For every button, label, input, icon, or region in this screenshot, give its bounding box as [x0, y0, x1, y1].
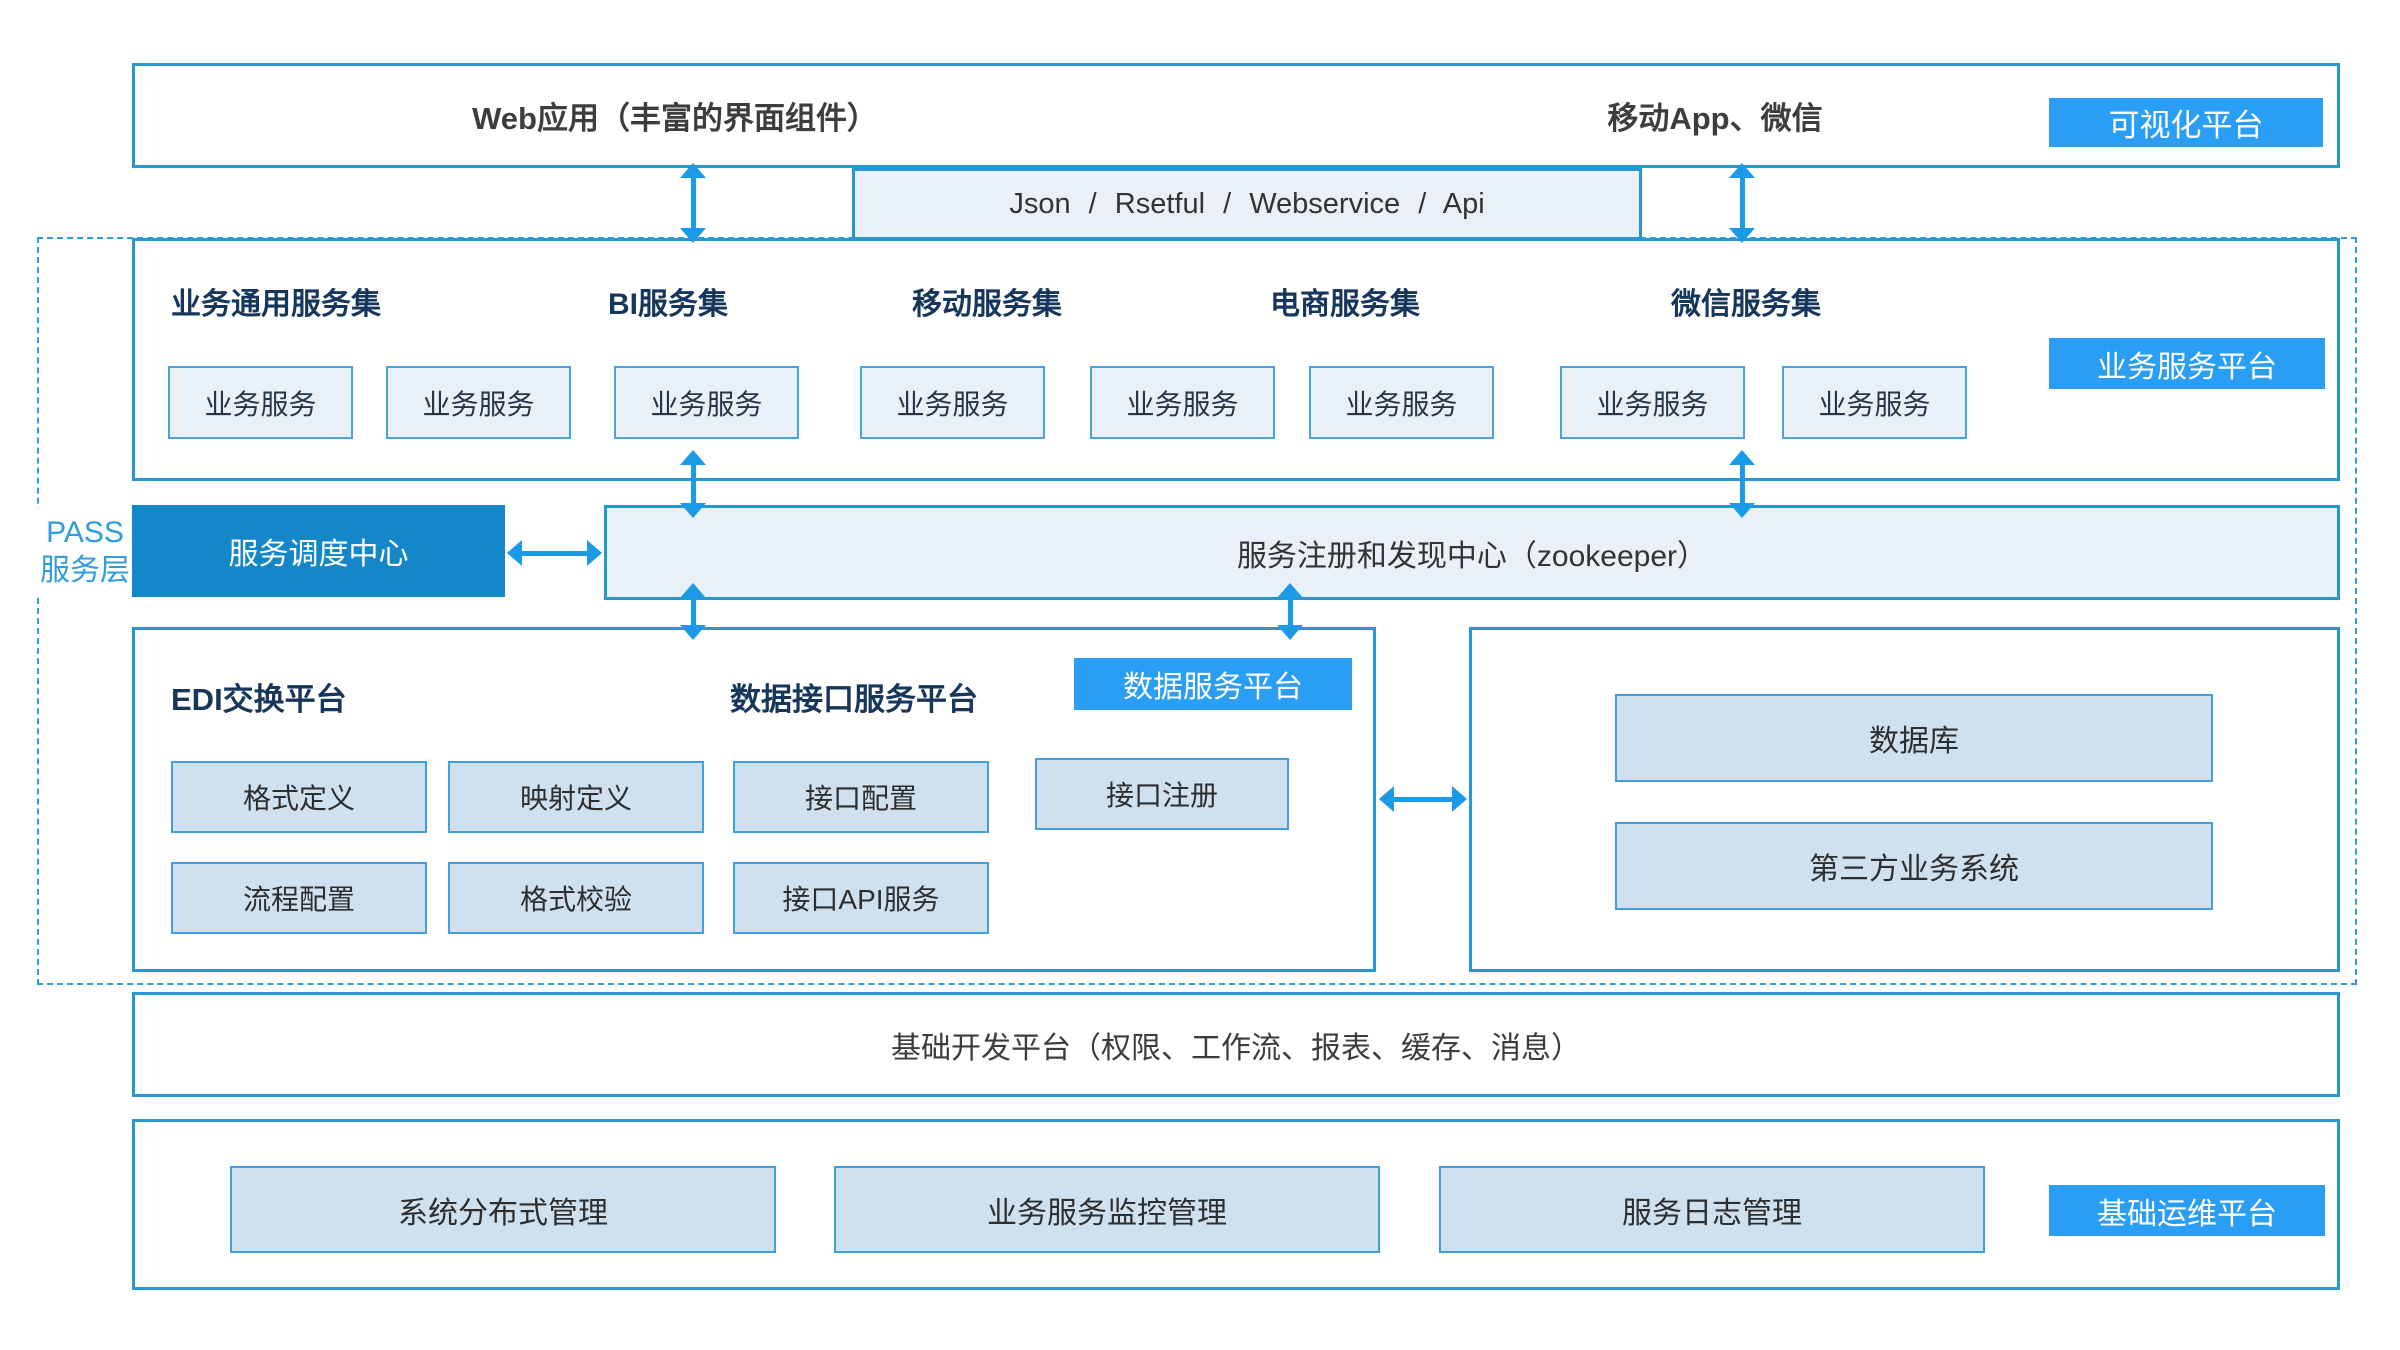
double-arrow-horizontal-data-external [1379, 784, 1467, 814]
service-box-5: 业务服务 [1090, 366, 1275, 439]
service-box-2: 业务服务 [386, 366, 571, 439]
double-arrow-vertical-low-left [678, 583, 708, 640]
service-registry-box: 服务注册和发现中心（zookeeper） [604, 505, 2340, 600]
double-arrow-horizontal-dispatch-registry [507, 538, 602, 568]
base-ops-platform-badge: 基础运维平台 [2049, 1185, 2325, 1236]
data-interface-platform-title: 数据接口服务平台 [730, 682, 978, 717]
service-set-title-mobile: 移动服务集 [912, 288, 1062, 321]
api-protocol-bar: Json / Rsetful / Webservice / Api [852, 168, 1642, 240]
double-arrow-vertical-top-right [1727, 163, 1757, 243]
edi-data-platform-box: EDI交换平台 数据接口服务平台 数据服务平台 格式定义 映射定义 接口配置 接… [132, 627, 1376, 972]
format-validation-box: 格式校验 [448, 862, 704, 934]
interface-api-service-box: 接口API服务 [733, 862, 989, 934]
service-set-title-bi: BI服务集 [608, 288, 728, 321]
pass-layer-label: PASS 服务层 [20, 508, 150, 595]
service-box-8: 业务服务 [1782, 366, 1967, 439]
service-set-title-ecommerce: 电商服务集 [1270, 288, 1420, 321]
format-definition-box: 格式定义 [171, 761, 427, 833]
service-box-4: 业务服务 [860, 366, 1045, 439]
base-ops-platform-box: 系统分布式管理 业务服务监控管理 服务日志管理 基础运维平台 [132, 1119, 2340, 1290]
application-layer-box: Web应用（丰富的界面组件） 移动App、微信 可视化平台 [132, 63, 2340, 168]
service-box-3: 业务服务 [614, 366, 799, 439]
service-box-6: 业务服务 [1309, 366, 1494, 439]
third-party-system-box: 第三方业务系统 [1615, 822, 2213, 910]
mobile-app-label: 移动App、微信 [1607, 101, 1823, 136]
base-dev-platform-bar: 基础开发平台（权限、工作流、报表、缓存、消息） [132, 992, 2340, 1097]
pass-layer-label-line2: 服务层 [40, 553, 130, 587]
external-systems-box: 数据库 第三方业务系统 [1469, 627, 2340, 972]
visualization-platform-badge: 可视化平台 [2049, 98, 2323, 147]
pass-layer-label-line1: PASS [46, 516, 124, 549]
business-service-platform-badge: 业务服务平台 [2049, 338, 2325, 389]
web-app-label: Web应用（丰富的界面组件） [472, 101, 878, 136]
service-dispatch-center-box: 服务调度中心 [132, 505, 505, 597]
double-arrow-vertical-mid-right [1727, 450, 1757, 518]
service-set-title-common: 业务通用服务集 [171, 288, 381, 321]
database-box: 数据库 [1615, 694, 2213, 782]
business-service-platform-box: 业务通用服务集 BI服务集 移动服务集 电商服务集 微信服务集 业务服务 业务服… [132, 238, 2340, 481]
service-log-management-box: 服务日志管理 [1439, 1166, 1985, 1253]
edi-platform-title: EDI交换平台 [171, 682, 347, 717]
service-set-title-wechat: 微信服务集 [1671, 288, 1821, 321]
process-config-box: 流程配置 [171, 862, 427, 934]
service-box-1: 业务服务 [168, 366, 353, 439]
distributed-management-box: 系统分布式管理 [230, 1166, 776, 1253]
interface-config-box: 接口配置 [733, 761, 989, 833]
mapping-definition-box: 映射定义 [448, 761, 704, 833]
double-arrow-vertical-mid-left [678, 450, 708, 518]
interface-register-box: 接口注册 [1035, 758, 1289, 830]
double-arrow-vertical-low-right [1275, 583, 1305, 640]
data-service-platform-badge: 数据服务平台 [1074, 658, 1352, 710]
double-arrow-vertical-top-left [678, 163, 708, 243]
service-box-7: 业务服务 [1560, 366, 1745, 439]
service-monitoring-box: 业务服务监控管理 [834, 1166, 1380, 1253]
